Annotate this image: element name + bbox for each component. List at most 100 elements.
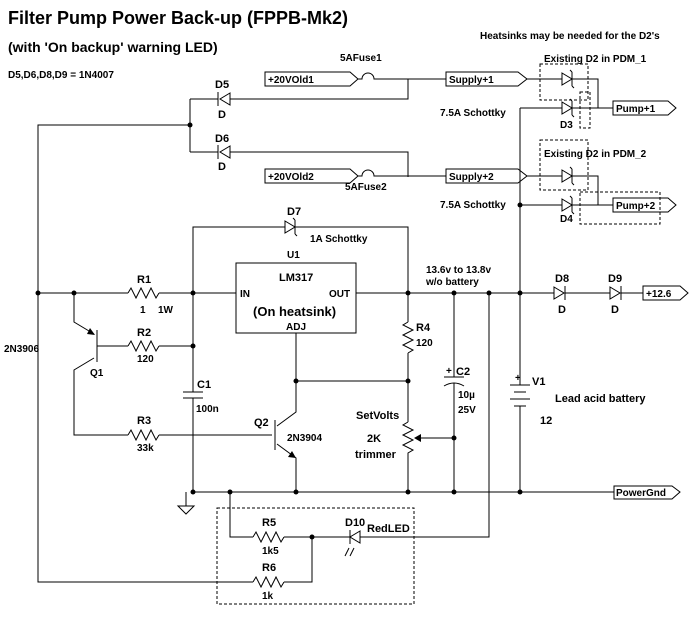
r3-resistor bbox=[127, 428, 160, 442]
wire-d6 bbox=[230, 151, 409, 177]
port-pump2-label: Pump+2 bbox=[616, 201, 656, 212]
pdm1-diode bbox=[561, 72, 573, 86]
d8-value: D bbox=[558, 304, 566, 316]
pdm1-label: Existing D2 in PDM_1 bbox=[544, 54, 647, 65]
ground-symbol bbox=[176, 492, 196, 515]
d6-label: D6 bbox=[215, 133, 229, 145]
d10-diode bbox=[349, 530, 361, 544]
vnote1: 13.6v to 13.8v bbox=[426, 265, 491, 276]
lm317-in: IN bbox=[240, 289, 250, 300]
d9-diode bbox=[609, 286, 621, 300]
node-batt bbox=[517, 290, 523, 296]
q2-part: 2N3904 bbox=[287, 433, 322, 444]
r4-resistor bbox=[401, 321, 415, 354]
v1-value: 12 bbox=[540, 415, 552, 427]
trimmer bbox=[401, 421, 415, 492]
port-out126 bbox=[642, 285, 689, 301]
lm317-out: OUT bbox=[329, 289, 350, 300]
fuse1-wire bbox=[358, 72, 408, 80]
node-left-top bbox=[187, 122, 193, 128]
r4-value: 120 bbox=[416, 338, 433, 349]
r6-resistor bbox=[252, 575, 285, 589]
q2-arrow bbox=[288, 451, 296, 458]
node-gnd4 bbox=[405, 489, 411, 495]
node-d4 bbox=[517, 202, 523, 208]
fuse1-label: 5AFuse1 bbox=[340, 53, 382, 64]
setvolts-label: SetVolts bbox=[356, 410, 399, 422]
q1-part: 2N3906 bbox=[4, 344, 39, 355]
port-supply2 bbox=[445, 168, 528, 184]
wire-pump1-a bbox=[572, 78, 599, 108]
d7-label: D7 bbox=[287, 206, 301, 218]
d5-diode bbox=[219, 92, 231, 106]
c2-plus: + bbox=[446, 366, 452, 377]
lm317-label: LM317 bbox=[279, 272, 313, 284]
diode-note: D5,D6,D8,D9 = 1N4007 bbox=[8, 70, 114, 81]
trimmer-arrow bbox=[414, 434, 421, 442]
wire-pump2-a bbox=[572, 175, 599, 205]
d4-dash bbox=[579, 191, 661, 225]
d6-diode bbox=[219, 145, 231, 159]
pdm2-diode bbox=[561, 169, 573, 183]
r1-value1: 1 bbox=[140, 305, 146, 316]
d9-label: D9 bbox=[608, 273, 622, 285]
wire-q1-e bbox=[73, 293, 95, 335]
d10-label: D10 bbox=[345, 517, 365, 529]
r5-label: R5 bbox=[262, 517, 276, 529]
r1-label: R1 bbox=[137, 274, 151, 286]
d9-value: D bbox=[611, 304, 619, 316]
port-out126-label: +12.6 bbox=[646, 289, 672, 300]
wire-d7-right bbox=[295, 226, 409, 293]
q2-label: Q2 bbox=[254, 417, 269, 429]
port-supply1 bbox=[445, 71, 528, 87]
battery-plus: + bbox=[515, 373, 521, 384]
d3-diode bbox=[561, 101, 573, 115]
c1-label: C1 bbox=[197, 379, 211, 391]
r1-value2: 1W bbox=[158, 305, 174, 316]
wire-d7-left bbox=[192, 226, 285, 293]
trimmer-value: 2K bbox=[367, 433, 381, 445]
r6-value: 1k bbox=[262, 591, 274, 602]
fuse2-wire bbox=[358, 169, 446, 177]
heatsink-label: (On heatsink) bbox=[253, 304, 336, 319]
title: Filter Pump Power Back-up (FPPB-Mk2) bbox=[8, 8, 348, 28]
pdm2-label: Existing D2 in PDM_2 bbox=[544, 149, 647, 160]
vnote2: w/o battery bbox=[425, 277, 479, 288]
r4-label: R4 bbox=[416, 322, 431, 334]
d6-value: D bbox=[218, 161, 226, 173]
d4-label: D4 bbox=[560, 214, 573, 225]
d3-dash bbox=[579, 91, 591, 129]
d7-diode bbox=[284, 220, 296, 234]
r5-resistor bbox=[252, 530, 285, 544]
r5-value: 1k5 bbox=[262, 546, 279, 557]
pdm2-box bbox=[539, 139, 589, 191]
node-gnd6 bbox=[517, 489, 523, 495]
r1-resistor bbox=[127, 286, 160, 300]
r2-value: 120 bbox=[137, 354, 154, 365]
port-supply2-label: Supply+2 bbox=[449, 172, 494, 183]
d3-label: D3 bbox=[560, 120, 573, 131]
c1-value: 100n bbox=[196, 404, 219, 415]
node-gnd5 bbox=[451, 489, 457, 495]
node-c2-wiper bbox=[451, 435, 457, 441]
d5-value: D bbox=[218, 109, 226, 121]
q1-arrow bbox=[87, 328, 95, 335]
trimmer-type: trimmer bbox=[355, 449, 397, 461]
d5-label: D5 bbox=[215, 79, 229, 91]
port-gnd bbox=[613, 485, 681, 500]
node-gnd1 bbox=[190, 489, 196, 495]
redled-label: RedLED bbox=[367, 523, 410, 535]
schottky1-label: 7.5A Schottky bbox=[440, 108, 506, 119]
port-in1 bbox=[264, 71, 359, 87]
wire-q2-c bbox=[276, 380, 408, 427]
port-pump1 bbox=[612, 100, 677, 116]
q1-label: Q1 bbox=[90, 368, 104, 379]
subtitle: (with 'On backup' warning LED) bbox=[8, 39, 218, 55]
d10-rays bbox=[344, 547, 355, 557]
led-box bbox=[216, 507, 415, 605]
port-pump1-label: Pump+1 bbox=[616, 104, 656, 115]
wire-d10 bbox=[360, 293, 490, 538]
port-in1-label: +20VOld1 bbox=[268, 75, 314, 86]
